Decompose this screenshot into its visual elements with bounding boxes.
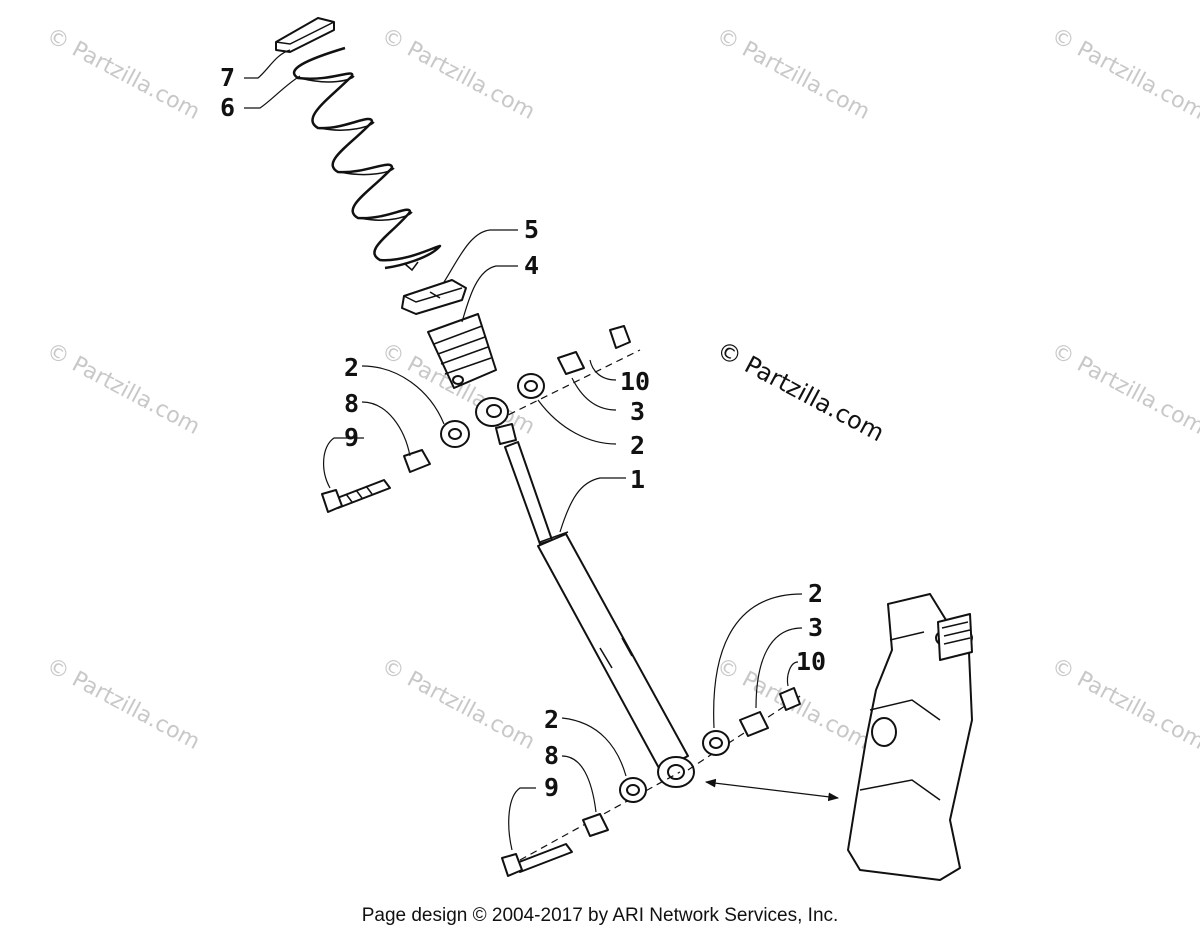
stopper-cap-part (401, 279, 467, 315)
watermark-8: © Partzilla.com (42, 653, 204, 755)
callout-4: 4 (524, 251, 539, 280)
watermark-3: © Partzilla.com (712, 23, 874, 125)
upper-nut (609, 325, 631, 349)
shock-absorber-part (475, 349, 695, 788)
stopper-part (427, 313, 497, 389)
footer-copyright: Page design © 2004-2017 by ARI Network S… (362, 905, 839, 926)
leader-lines (244, 49, 803, 851)
spring-retainer-part (275, 17, 335, 53)
callout-2-upper-left: 2 (344, 353, 359, 382)
callout-5: 5 (524, 215, 539, 244)
lower-hardware (501, 687, 801, 877)
callout-3-lower: 3 (808, 613, 823, 642)
upper-sleeve (403, 449, 431, 473)
callout-6: 6 (220, 93, 235, 122)
callouts: 7 6 5 4 2 8 9 10 3 2 1 2 3 10 2 8 9 (220, 63, 826, 802)
watermark-11: © Partzilla.com (1047, 653, 1200, 755)
callout-9-upper: 9 (344, 423, 359, 452)
upper-hardware (321, 325, 631, 513)
watermark-9: © Partzilla.com (377, 653, 539, 755)
watermark-2: © Partzilla.com (377, 23, 539, 125)
callout-2-lower-right: 2 (808, 579, 823, 608)
watermark-5: © Partzilla.com (42, 338, 204, 440)
callout-1: 1 (630, 465, 645, 494)
upper-bushing-3 (557, 351, 585, 375)
knuckle-part (704, 593, 973, 881)
callout-7: 7 (220, 63, 235, 92)
spring-part (292, 46, 442, 272)
watermark-4: © Partzilla.com (1047, 23, 1200, 125)
callout-3-upper: 3 (630, 397, 645, 426)
callout-8-upper: 8 (344, 389, 359, 418)
callout-2-lower-left: 2 (544, 705, 559, 734)
callout-2-upper-right: 2 (630, 431, 645, 460)
callout-8-lower: 8 (544, 741, 559, 770)
watermark-7: © Partzilla.com (1047, 338, 1200, 440)
main-watermark: © Partzilla.com (712, 336, 889, 448)
watermark-1: © Partzilla.com (42, 23, 204, 125)
callout-10-lower: 10 (796, 647, 826, 676)
callout-9-lower: 9 (544, 773, 559, 802)
callout-10-upper: 10 (620, 367, 650, 396)
